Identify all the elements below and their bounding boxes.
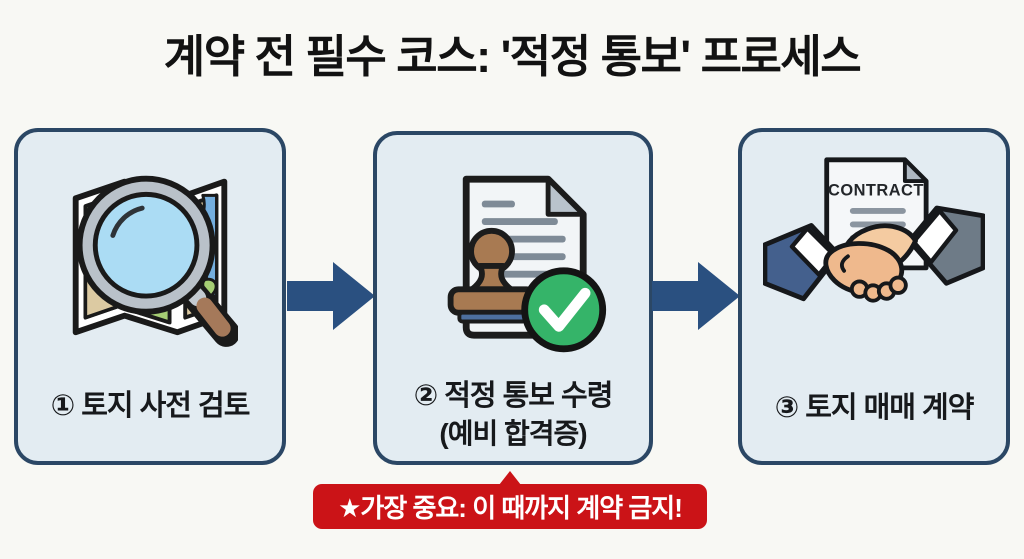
callout-pointer-icon bbox=[499, 471, 521, 485]
arrow-right-icon bbox=[652, 262, 740, 330]
warning-banner: ★가장 중요: 이 때까지 계약 금지! bbox=[313, 471, 707, 529]
page-title: 계약 전 필수 코스: '적정 통보' 프로세스 bbox=[163, 31, 862, 82]
step-1-label: ① 토지 사전 검토 bbox=[50, 390, 251, 422]
step-2-label-line1: ② 적정 통보 수령 bbox=[413, 380, 614, 412]
stamped-document-approved-icon bbox=[416, 165, 611, 366]
handshake-contract-icon: CONTRACT bbox=[762, 152, 986, 355]
step-3-box: CONTRACT ③ 토지 매매 계약 bbox=[738, 128, 1010, 465]
step-1-box: ① 토지 사전 검토 bbox=[14, 128, 286, 465]
step-3-label: ③ 토지 매매 계약 bbox=[774, 392, 975, 424]
arrow-right-icon bbox=[287, 262, 375, 330]
step-2-label-line2: (예비 합격증) bbox=[439, 418, 587, 449]
contract-doc-title: CONTRACT bbox=[828, 182, 924, 200]
step-2-label: ② 적정 통보 수령 (예비 합격증) bbox=[377, 378, 649, 452]
map-magnifier-icon bbox=[62, 160, 240, 355]
warning-text: ★가장 중요: 이 때까지 계약 금지! bbox=[338, 493, 683, 523]
step-2-box: ② 적정 통보 수령 (예비 합격증) bbox=[373, 131, 653, 465]
